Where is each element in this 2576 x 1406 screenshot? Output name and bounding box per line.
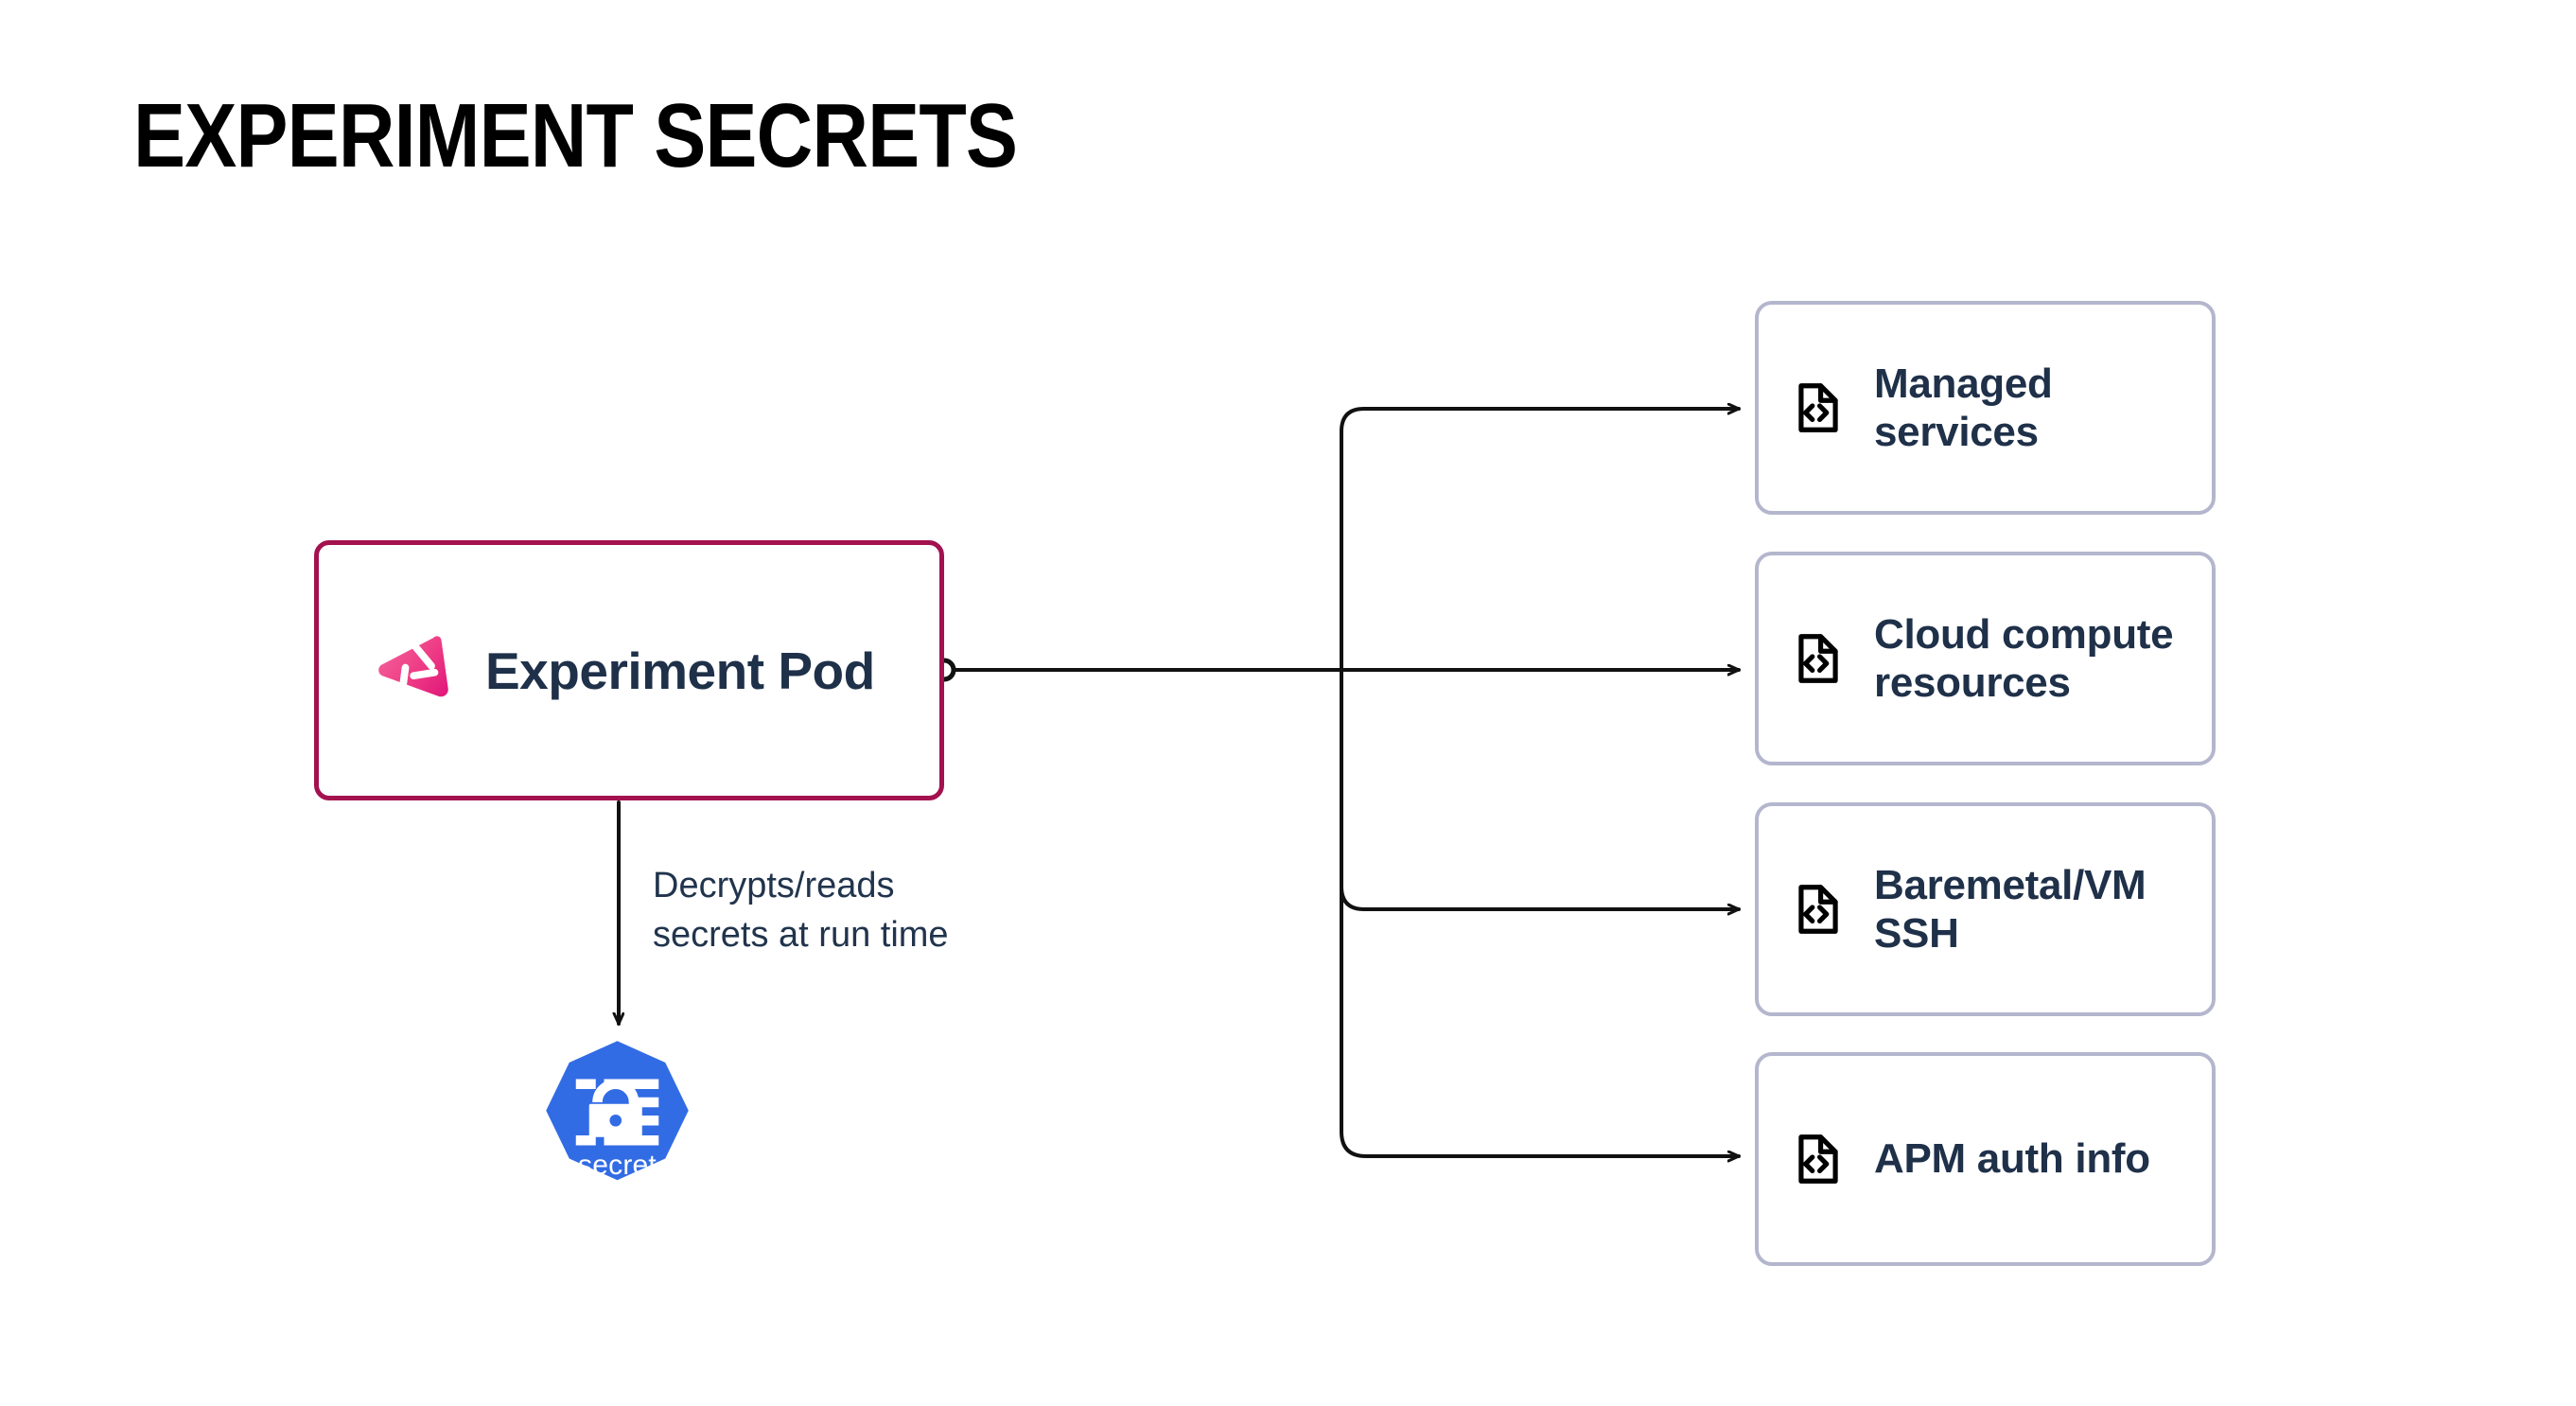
card-managed-services[interactable]: Managed services [1755, 301, 2216, 515]
node-experiment-pod-label: Experiment Pod [485, 641, 875, 700]
edge-branch-to-apm-auth [1340, 668, 1741, 1156]
edge-annotation-decrypts-reads: Decrypts/reads secrets at run time [653, 866, 949, 956]
file-code-icon [1798, 1134, 1838, 1184]
card-baremetal-vm-ssh[interactable]: Baremetal/VM SSH [1755, 802, 2216, 1016]
page-title: EXPERIMENT SECRETS [133, 85, 1018, 186]
edge-branch-to-baremetal-ssh [1340, 668, 1741, 909]
card-cloud-compute-resources[interactable]: Cloud compute resources [1755, 552, 2216, 765]
node-kubernetes-secret-label: secret [578, 1150, 657, 1181]
card-apm-auth-info[interactable]: APM auth info [1755, 1052, 2216, 1266]
card-cloud-compute-resources-label: Cloud compute resources [1874, 610, 2174, 706]
node-kubernetes-secret[interactable]: secret [534, 1036, 700, 1211]
file-code-icon [1798, 383, 1838, 432]
card-managed-services-label: Managed services [1874, 360, 2053, 455]
gremlin-logo-icon [378, 635, 448, 696]
file-code-icon [1798, 634, 1838, 683]
kubernetes-secret-icon [546, 1041, 689, 1181]
file-code-icon [1798, 885, 1838, 934]
card-apm-auth-info-label: APM auth info [1874, 1135, 2150, 1183]
node-experiment-pod[interactable]: Experiment Pod [314, 540, 944, 800]
card-baremetal-vm-ssh-label: Baremetal/VM SSH [1874, 861, 2147, 957]
edge-branch-to-managed-services [1340, 409, 1741, 672]
